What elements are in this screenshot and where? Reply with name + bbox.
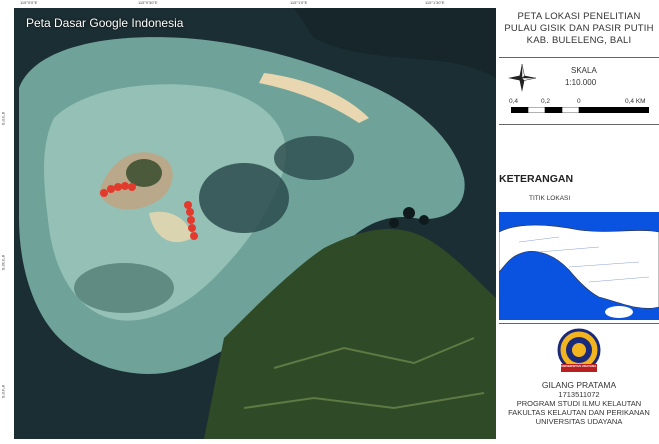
location-marker[interactable]: [128, 183, 136, 191]
map-canvas: [14, 8, 496, 439]
coord-tick-top: 115°1'30"E: [425, 0, 445, 5]
land-area: [204, 228, 496, 439]
field-lines: [243, 392, 485, 410]
location-marker[interactable]: [190, 232, 198, 240]
scale-heading: SKALA: [571, 66, 597, 75]
location-marker[interactable]: [184, 201, 192, 209]
location-marker[interactable]: [186, 208, 194, 216]
sand-bank: [149, 211, 192, 243]
faculty-name: FAKULTAS KELAUTAN DAN PERIKANAN: [508, 408, 650, 417]
logo-caption: UNIVERSITAS UDAYANA: [561, 364, 597, 368]
dark-patch: [419, 215, 429, 225]
student-id: 1713511072: [558, 390, 600, 399]
inset-boundaries: [518, 236, 650, 283]
satellite-map[interactable]: Peta Dasar Google Indonesia: [14, 8, 496, 439]
legend-heading: KETERANGAN: [499, 173, 574, 185]
program-name: PROGRAM STUDI ILMU KELAUTAN: [516, 399, 642, 408]
location-marker[interactable]: [107, 185, 115, 193]
coord-tick-top: 115°0'0"E: [20, 0, 38, 5]
location-marker[interactable]: [100, 189, 108, 197]
scale-ratio: 1:10.000: [565, 78, 597, 87]
title-line: PETA LOKASI PENELITIAN: [517, 11, 641, 22]
compass-rose-icon: [508, 63, 537, 92]
location-marker[interactable]: [114, 183, 122, 191]
coord-tick-left: 8°3'30"S: [1, 255, 6, 271]
legend-item-label: TITIK LOKASI: [529, 195, 571, 202]
scale-box: SKALA 1:10.000 0,4 0,2 0 0,4 KM: [499, 57, 659, 122]
dark-patch: [403, 207, 415, 219]
title-line: KAB. BULELENG, BALI: [526, 35, 632, 46]
location-marker[interactable]: [187, 216, 195, 224]
inset-small-island: [605, 306, 633, 318]
author-name: GILANG PRATAMA: [541, 380, 617, 390]
credits-box: UNIVERSITAS UDAYANA GILANG PRATAMA 17135…: [499, 323, 659, 444]
coord-tick-top: 115°0'30"E: [138, 0, 158, 5]
location-marker[interactable]: [188, 224, 196, 232]
scale-bar: [511, 107, 649, 113]
title-box: PETA LOKASI PENELITIAN PULAU GISIK DAN P…: [499, 8, 659, 57]
coord-tick-left: 8°4'0"S: [1, 385, 6, 399]
lagoon: [44, 84, 286, 321]
title-line: PULAU GISIK DAN PASIR PUTIH: [504, 23, 654, 34]
scale-tick-label: 0: [577, 98, 581, 105]
deep-patch: [274, 136, 354, 180]
dark-patch: [389, 218, 399, 228]
sand-spit: [259, 73, 369, 123]
inset-map: [498, 212, 659, 320]
map-basemap-label: Peta Dasar Google Indonesia: [26, 16, 184, 30]
inset-map-box: [498, 212, 659, 320]
coord-tick-left: 8°3'0"S: [1, 112, 6, 126]
field-lines: [273, 337, 475, 369]
location-markers: [100, 182, 198, 240]
legend-box: KETERANGAN TITIK LOKASI: [499, 124, 659, 210]
location-marker[interactable]: [121, 182, 129, 190]
scale-tick-label: 0,4: [509, 98, 519, 105]
inset-island: [498, 224, 659, 309]
deep-patch: [74, 263, 174, 313]
scale-tick-label: 0,2: [541, 98, 551, 105]
university-name: UNIVERSITAS UDAYANA: [535, 417, 623, 426]
deep-patch: [199, 163, 289, 233]
coord-tick-top: 115°1'0"E: [290, 0, 308, 5]
scale-tick-label: 0,4 KM: [625, 98, 646, 105]
legend-panel: PETA LOKASI PENELITIAN PULAU GISIK DAN P…: [498, 8, 659, 444]
open-water: [294, 8, 496, 78]
university-logo-icon: [557, 328, 601, 372]
island-vegetation: [126, 159, 162, 187]
author-block: GILANG PRATAMA 1713511072 PROGRAM STUDI …: [499, 380, 659, 427]
